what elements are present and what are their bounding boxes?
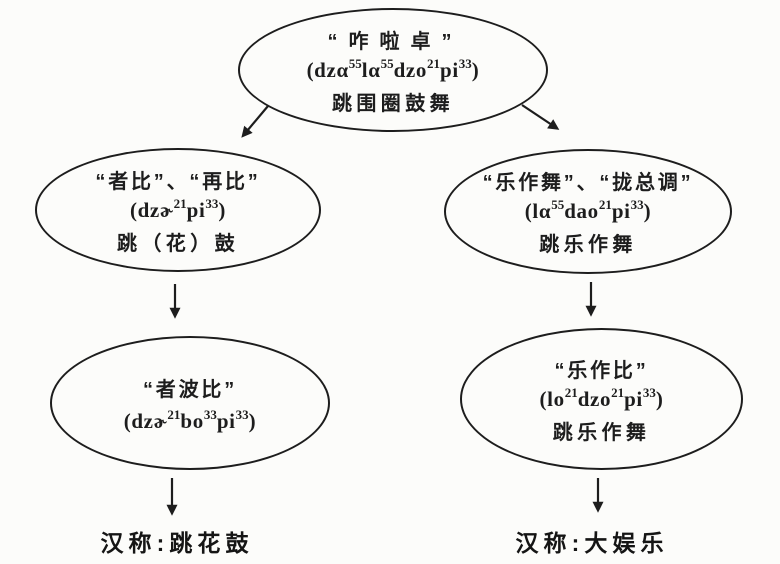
node-lezuowu-longzongdiao: “乐作舞”、“拢总调” (lα55dao21pi33) 跳乐作舞	[444, 149, 732, 274]
arrow-root-to-zhebi	[241, 105, 269, 138]
node-title: “者波比”	[143, 378, 237, 401]
node-lezuobi: “乐作比” (lo21dzo21pi33) 跳乐作舞	[460, 328, 743, 470]
node-title: “者比”、“再比”	[95, 170, 261, 193]
han-name-right: 汉称:大娱乐	[515, 530, 669, 556]
node-phonetic: (dzα55lα55dzo21pi33)	[306, 55, 480, 82]
node-phonetic: (lo21dzo21pi33)	[539, 384, 664, 411]
node-desc: 跳（花）鼓	[117, 232, 239, 255]
node-zhebobi: “者波比” (dzɚ21bo33pi33)	[50, 336, 330, 470]
node-desc: 跳乐作舞	[552, 421, 651, 444]
node-phonetic: (dzɚ21bo33pi33)	[123, 406, 257, 433]
node-desc: 跳乐作舞	[539, 234, 637, 256]
node-phonetic: (lα55dao21pi33)	[524, 197, 652, 223]
node-title: “咋啦卓”	[327, 30, 463, 53]
node-phonetic: (dzɚ21pi33)	[129, 195, 227, 222]
node-title: “乐作比”	[554, 359, 649, 382]
node-desc: 跳围圈鼓舞	[332, 92, 454, 115]
node-root-zhalazhuo: “咋啦卓” (dzα55lα55dzo21pi33) 跳围圈鼓舞	[238, 8, 548, 132]
han-name-left: 汉称:跳花鼓	[100, 530, 254, 556]
node-title: “乐作舞”、“拢总调”	[482, 172, 694, 194]
node-zhebi-zaibi: “者比”、“再比” (dzɚ21pi33) 跳（花）鼓	[35, 148, 321, 272]
arrow-root-to-lezuowu	[521, 104, 560, 130]
